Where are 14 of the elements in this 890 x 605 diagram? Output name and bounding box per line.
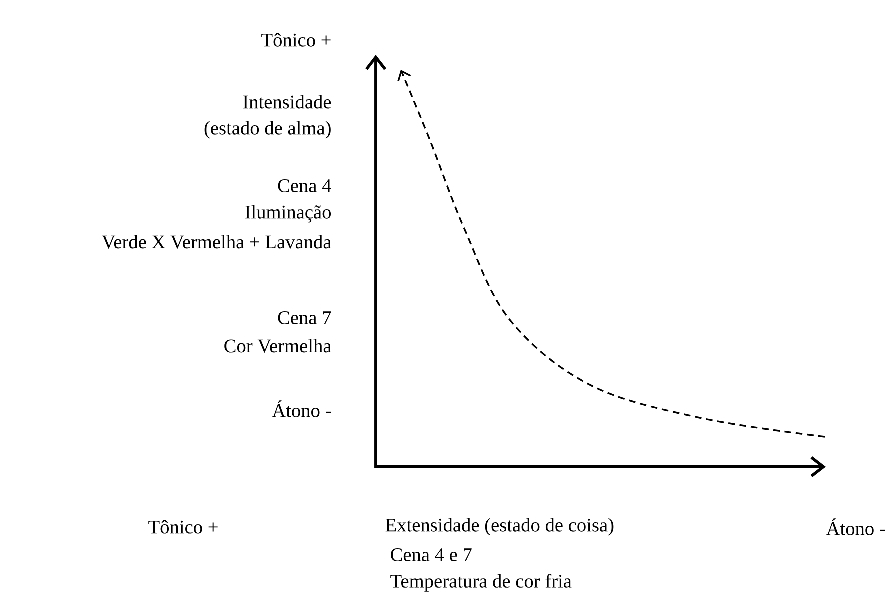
axis-label: Cena 7 xyxy=(278,312,332,324)
axis-label: Tônico + xyxy=(262,33,331,47)
axis-label: Átono - xyxy=(272,400,332,418)
axis-label: Cena 4 xyxy=(278,180,332,192)
axis-label: (estado de alma) xyxy=(204,121,331,139)
axis-label: Extensidade (estado de coisa) xyxy=(386,518,614,536)
axis-label: Cena 4 e 7 xyxy=(391,548,472,562)
axis-label: Átono - xyxy=(826,518,886,536)
axis-label: Iluminação xyxy=(245,205,332,223)
axis-label: Temperatura de cor fria xyxy=(390,574,572,592)
axis-label: Cor Vermelha xyxy=(224,339,332,353)
axis-label: Tônico + xyxy=(148,520,218,534)
axis-label: Intensidade xyxy=(243,95,332,109)
axis-label: Verde X Vermelha + Lavanda xyxy=(102,235,332,249)
